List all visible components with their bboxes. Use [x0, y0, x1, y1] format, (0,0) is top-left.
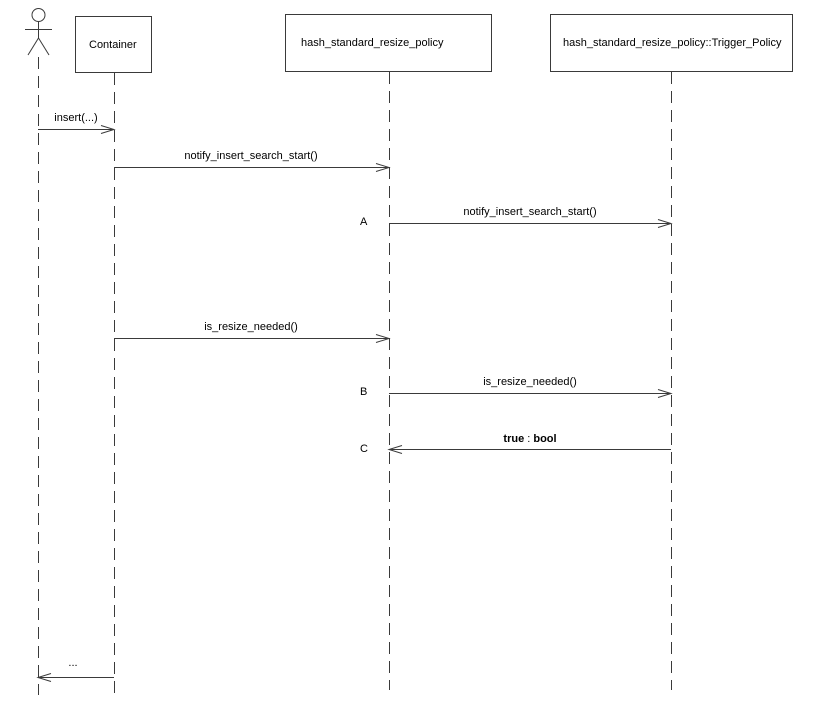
message-label-ellipsis: ...	[66, 657, 80, 670]
participant-label: Container	[89, 38, 137, 51]
message-arrow-is-resize-needed-1	[114, 334, 391, 343]
message-arrow-notify-insert-search-start-2	[389, 219, 673, 228]
message-arrow-notify-insert-search-start-1	[114, 163, 391, 172]
message-label-notify-insert-search-start-1: notify_insert_search_start()	[182, 150, 320, 163]
sequence-marker-b: B	[360, 386, 368, 398]
return-value: true	[503, 433, 525, 445]
message-label-return-true-bool: true : bool	[501, 433, 559, 446]
participant-label: hash_standard_resize_policy	[301, 37, 444, 49]
participant-hash-standard-resize-policy: hash_standard_resize_policy	[285, 14, 492, 72]
message-label-is-resize-needed-1: is_resize_needed()	[202, 321, 300, 334]
message-label-notify-insert-search-start-2: notify_insert_search_start()	[461, 206, 599, 219]
participant-label: hash_standard_resize_policy::Trigger_Pol…	[563, 37, 782, 49]
message-arrow-insert	[38, 125, 116, 134]
participant-trigger-policy: hash_standard_resize_policy::Trigger_Pol…	[550, 14, 793, 72]
actor-icon	[25, 8, 52, 56]
sequence-marker-a: A	[360, 216, 368, 228]
message-arrow-return-true-bool	[387, 445, 671, 454]
participant-container: Container	[75, 16, 152, 73]
message-label-insert: insert(...)	[52, 112, 100, 125]
return-separator: :	[524, 433, 534, 445]
message-arrow-is-resize-needed-2	[389, 389, 673, 398]
return-type: bool	[533, 433, 557, 445]
message-arrow-ellipsis-return	[36, 673, 114, 682]
sequence-marker-c: C	[360, 443, 368, 455]
message-label-is-resize-needed-2: is_resize_needed()	[481, 376, 579, 389]
